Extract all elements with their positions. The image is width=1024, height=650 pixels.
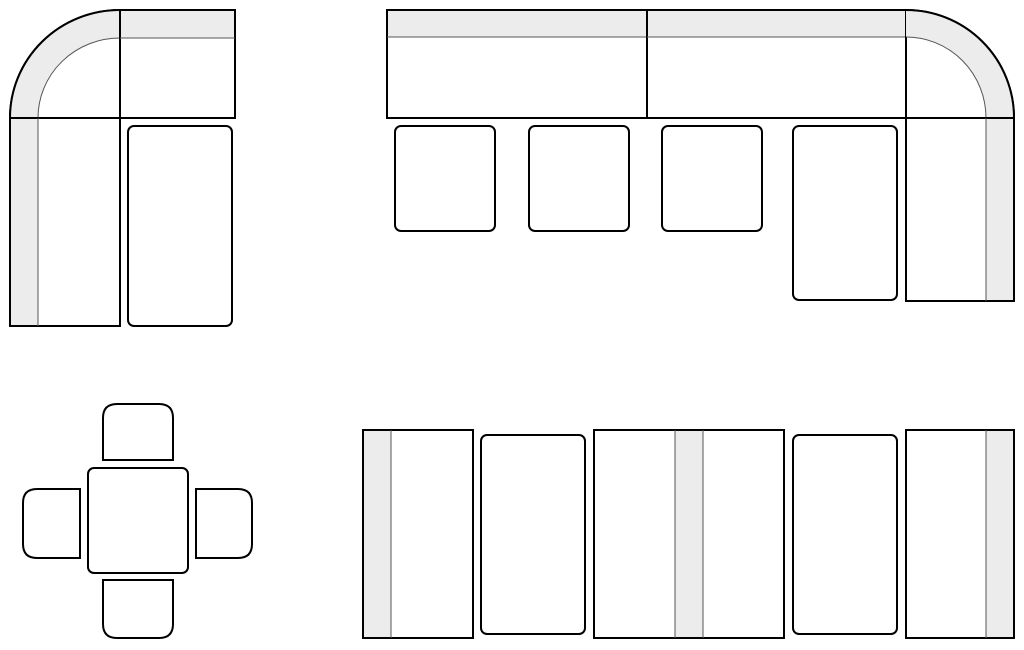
chair-bottom [102, 579, 174, 639]
ottoman-4 [792, 125, 898, 301]
chair-right [195, 488, 253, 559]
table [87, 467, 189, 574]
ottoman-2 [792, 434, 898, 635]
modular-sofa-row [362, 429, 1015, 639]
corner-piece-rounded [8, 8, 121, 119]
sofa-section-left [9, 117, 121, 327]
chair-top [102, 403, 174, 461]
sofa-section-right [905, 117, 1015, 302]
sofa-section-back-2 [646, 9, 907, 119]
corner-sofa-left [8, 8, 236, 327]
sofa-section-top [119, 9, 236, 119]
sofa-section-end-left [362, 429, 474, 639]
ottoman-2 [528, 125, 630, 232]
dining-set [22, 403, 253, 639]
sofa-section-end-right [905, 429, 1015, 639]
sofa-section-back-1 [386, 9, 648, 119]
corner-piece-rounded [905, 8, 1016, 119]
chair-left [22, 488, 81, 559]
ottoman [127, 125, 233, 327]
sofa-section-middle [593, 429, 785, 639]
ottoman-1 [480, 434, 586, 635]
ottoman-1 [394, 125, 496, 232]
ottoman-3 [661, 125, 763, 232]
corner-sofa-right [386, 8, 1016, 302]
